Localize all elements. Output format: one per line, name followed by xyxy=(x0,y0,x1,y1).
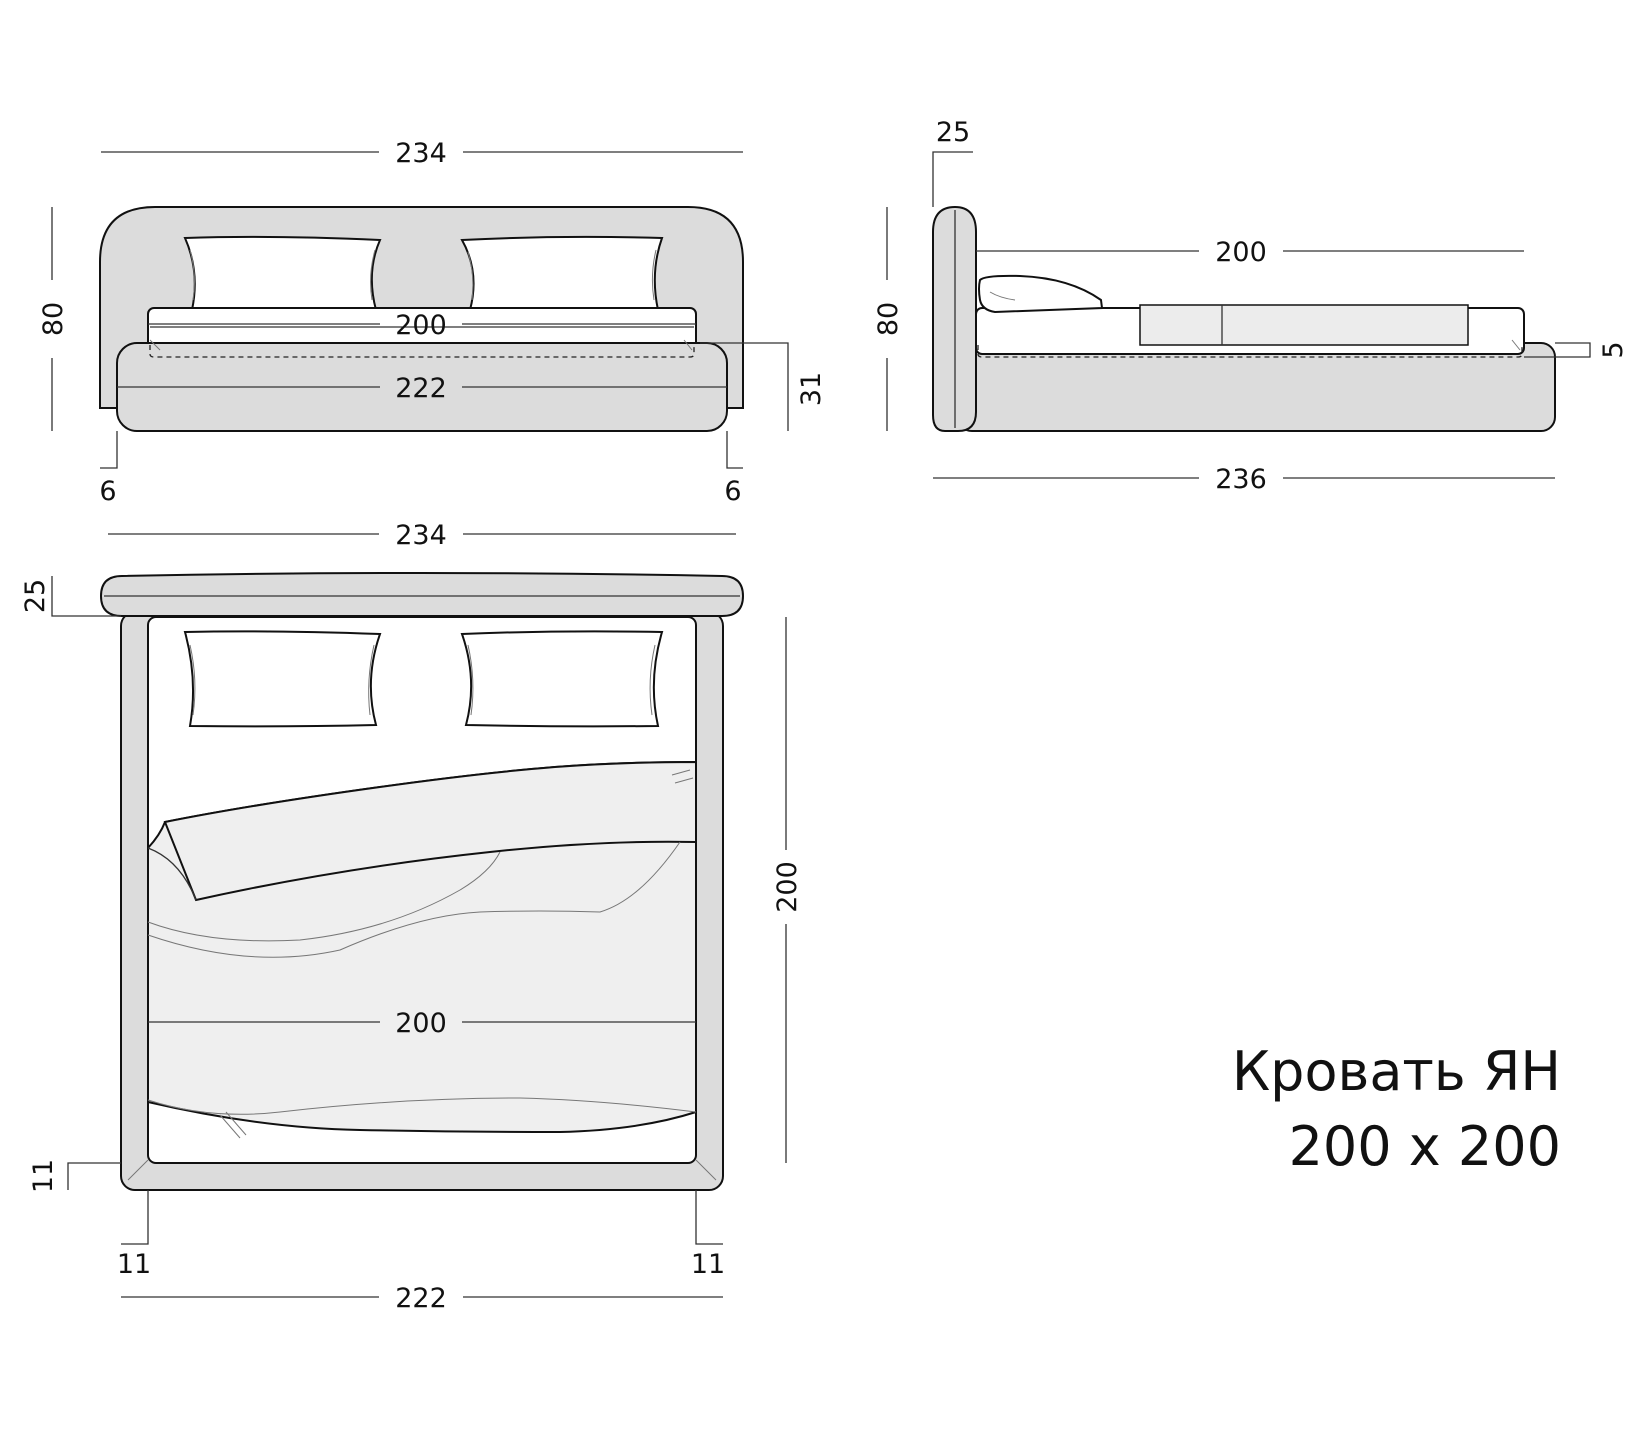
front-pillow-left xyxy=(183,235,382,311)
front-pillow-right xyxy=(460,235,664,311)
side-pillow xyxy=(978,274,1104,314)
side-mattress-gap: 5 xyxy=(1598,341,1629,358)
top-blanket-fold xyxy=(163,760,697,902)
top-headboard xyxy=(99,572,745,617)
front-height: 80 xyxy=(38,302,69,336)
side-view: 25 80 200 5 236 xyxy=(873,117,1629,495)
front-left-offset: 6 xyxy=(99,476,116,507)
top-pillow-left xyxy=(183,630,382,728)
front-overall-width: 234 xyxy=(395,138,447,169)
side-blanket-folded xyxy=(1139,304,1469,346)
front-mattress-width: 200 xyxy=(395,310,447,341)
product-size: 200 x 200 xyxy=(1288,1115,1561,1178)
front-base-width: 222 xyxy=(395,373,447,404)
top-frame-right: 11 xyxy=(691,1249,725,1280)
front-base-height: 31 xyxy=(796,372,827,406)
side-headboard-depth: 25 xyxy=(936,117,970,148)
side-base xyxy=(957,342,1556,432)
front-right-offset: 6 xyxy=(724,476,741,507)
top-overall-width: 234 xyxy=(395,520,447,551)
top-frame-foot: 11 xyxy=(28,1159,59,1193)
top-frame-left: 11 xyxy=(117,1249,151,1280)
top-mattress-width: 200 xyxy=(395,1008,447,1039)
side-height: 80 xyxy=(873,302,904,336)
top-view: 234 25 200 200 11 11 11 222 xyxy=(20,520,803,1314)
top-mattress-length: 200 xyxy=(772,861,803,913)
product-name: Кровать ЯН xyxy=(1231,1040,1561,1103)
top-pillow-right xyxy=(460,630,664,728)
front-mattress-dashed xyxy=(149,345,695,358)
side-mattress-dashed xyxy=(977,345,1523,358)
side-mattress-length: 200 xyxy=(1215,237,1267,268)
top-headboard-depth: 25 xyxy=(20,579,51,613)
front-view: 234 80 200 222 31 6 6 xyxy=(38,138,827,507)
side-overall-length: 236 xyxy=(1215,464,1267,495)
top-base-width: 222 xyxy=(395,1283,447,1314)
